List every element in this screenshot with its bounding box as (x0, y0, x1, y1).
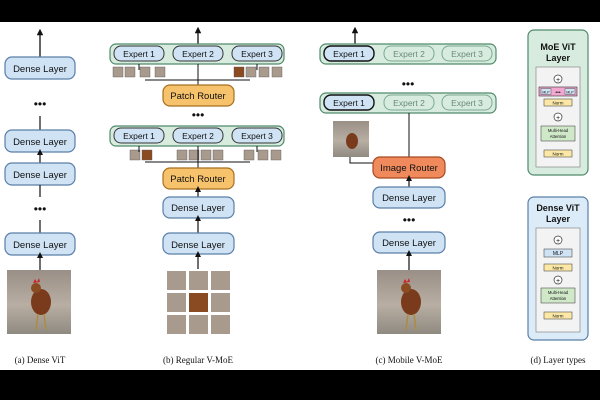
dense-layer-label: Dense Layer (171, 203, 225, 214)
expert-1-label: Expert 1 (123, 49, 155, 59)
dense-layer-box (4, 56, 76, 80)
expert-2-label: Expert 2 (393, 98, 425, 108)
ellipsis: ••• (402, 77, 415, 91)
dense-layer-label: Dense Layer (13, 170, 67, 181)
expert-3-box (231, 127, 283, 144)
expert-2-box (172, 127, 224, 144)
expert-3-label: Expert 3 (241, 131, 273, 141)
moe-mlp-row (538, 86, 578, 97)
expert-2-box (172, 45, 224, 62)
ellipsis: ••• (34, 97, 47, 111)
expert-2-label: Expert 2 (393, 49, 425, 59)
expert-1-label: Expert 1 (333, 49, 365, 59)
expert-2-box-inactive (383, 45, 435, 62)
panel-c-mobile-vmoe: Expert 1 Expert 2 Expert 3 ••• Expert 1 … (319, 26, 497, 334)
dense-layer-label: Dense Layer (13, 240, 67, 251)
expert-3-box (231, 45, 283, 62)
expert-3-label: Expert 3 (241, 49, 273, 59)
ellipsis: ••• (403, 213, 416, 227)
dense-layer-label: Dense Layer (382, 238, 436, 249)
residual-add-icon: + (556, 238, 560, 245)
norm-box (543, 263, 573, 272)
expert-3-box-inactive (441, 94, 493, 111)
paper-background (0, 22, 600, 370)
caption-d: (d) Layer types (531, 355, 586, 365)
mlp-label: MLP (566, 91, 574, 95)
mha-label: Attention (550, 296, 567, 301)
mlp-label: MLP (542, 91, 550, 95)
patch-tokens (112, 66, 283, 78)
patched-rooster-image (165, 269, 232, 336)
norm-label: Norm (553, 314, 564, 319)
panel-d-layer-types: MoE ViT Layer + MLP MLP ••• Norm + Multi… (527, 29, 589, 341)
moe-layer-title: MoE ViT (540, 42, 576, 52)
mlp-box (543, 248, 573, 258)
dense-layer-box (372, 186, 446, 209)
expert-1-box-active (323, 45, 375, 62)
residual-add-icon: + (556, 115, 560, 122)
norm-label: Norm (553, 152, 564, 157)
expert-2-label: Expert 2 (182, 49, 214, 59)
panel-a-dense-vit: Dense Layer ••• Dense Layer Dense Layer … (4, 28, 76, 334)
rooster-image (377, 270, 441, 334)
patch-router-label: Patch Router (170, 91, 225, 102)
norm-box (543, 311, 573, 320)
expert-1-box-active (323, 94, 375, 111)
dense-layer-label: Dense Layer (13, 137, 67, 148)
mha-box (540, 287, 576, 304)
dense-layer-title: Layer (546, 214, 571, 224)
expert-1-label: Expert 1 (333, 98, 365, 108)
norm-box (543, 98, 573, 107)
mha-label: Multi-Head (548, 290, 569, 295)
dense-layer-label: Dense Layer (171, 240, 225, 251)
residual-add-icon: + (556, 77, 560, 84)
ellipsis: ••• (192, 108, 205, 122)
residual-add-icon: + (556, 278, 560, 285)
dense-layer-label: Dense Layer (13, 64, 67, 75)
expert-3-label: Expert 3 (451, 98, 483, 108)
expert-1-label: Expert 1 (123, 131, 155, 141)
patch-router-label: Patch Router (170, 174, 225, 185)
caption-b: (b) Regular V-MoE (163, 355, 233, 365)
mha-label: Multi-Head (548, 128, 569, 133)
expert-2-label: Expert 2 (182, 131, 214, 141)
expert-1-box (113, 127, 165, 144)
rooster-image (7, 270, 71, 334)
norm-label: Norm (553, 266, 564, 271)
expert-1-box (113, 45, 165, 62)
rooster-thumbnail (333, 121, 369, 157)
norm-box (543, 149, 573, 158)
caption-a: (a) Dense ViT (15, 355, 66, 365)
expert-2-box-inactive (383, 94, 435, 111)
moe-layer-title: Layer (546, 53, 571, 63)
norm-label: Norm (553, 101, 564, 106)
expert-3-label: Expert 3 (451, 49, 483, 59)
mlp-label: MLP (553, 251, 564, 257)
caption-c: (c) Mobile V-MoE (376, 355, 443, 365)
ellipsis: ••• (555, 90, 561, 96)
mha-label: Attention (550, 134, 567, 139)
dense-layer-title: Dense ViT (536, 203, 580, 213)
mha-box (540, 125, 576, 142)
dense-layer-label: Dense Layer (382, 193, 436, 204)
image-router-label: Image Router (380, 163, 438, 174)
panel-b-regular-vmoe: Expert 1 Expert 2 Expert 3 Patch Router … (109, 26, 285, 336)
patch-tokens (129, 149, 282, 161)
patch-router-box (162, 84, 235, 107)
expert-3-box-inactive (441, 45, 493, 62)
ellipsis: ••• (34, 202, 47, 216)
